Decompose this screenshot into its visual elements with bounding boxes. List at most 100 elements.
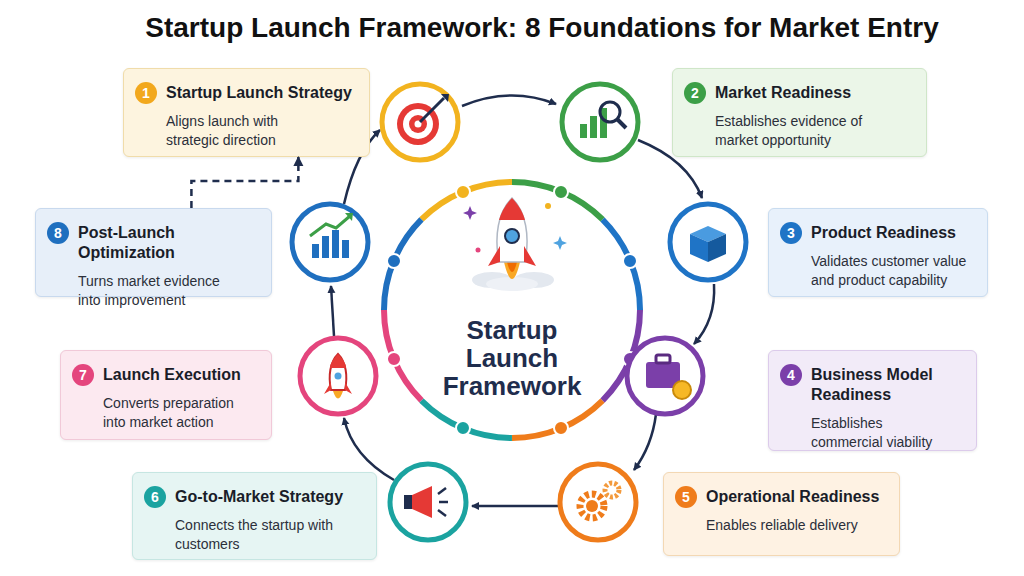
- step-heading: Post-Launch Optimization: [78, 223, 263, 263]
- rocket-fin: [488, 246, 500, 266]
- callout-number: 6: [144, 486, 166, 508]
- step-heading: Business Model Readiness: [811, 365, 961, 405]
- chart-icon: [590, 116, 597, 138]
- step-box: 1 Startup Launch StrategyAligns launch wi…: [123, 68, 370, 157]
- step-description: Aligns launch with strategic direction: [166, 112, 316, 150]
- sound-line: [438, 488, 446, 494]
- diagram-title: Startup Launch Framework: 8 Foundations …: [60, 10, 1024, 46]
- icon-circle: [627, 338, 703, 414]
- trend-arrow: [310, 216, 350, 236]
- sparkle: [463, 206, 477, 220]
- step-description: Enables reliable delivery: [706, 516, 896, 535]
- rocket-icon: [330, 354, 347, 390]
- rocket-flame: [507, 262, 517, 272]
- cycle-arrow: [472, 505, 558, 508]
- rocket-fin: [524, 246, 536, 266]
- ring-segment: [331, 129, 693, 491]
- step-description: Turns market evidence into improvement: [78, 272, 243, 310]
- ring-dot: [554, 185, 568, 199]
- coin-icon: [673, 381, 691, 399]
- ring-segment: [331, 129, 693, 491]
- text-column: Post-Launch OptimizationTurns market evi…: [78, 223, 263, 310]
- chart-icon: [322, 236, 329, 258]
- icon-circle: [300, 338, 376, 414]
- text-column: Startup Launch StrategyAligns launch wit…: [166, 83, 361, 150]
- step-box: 7 Launch ExecutionConverts preparation in…: [60, 350, 272, 440]
- text-column: Business Model ReadinessEstablishes comm…: [811, 365, 961, 452]
- cycle-arrow: [344, 418, 394, 480]
- text-column: Operational ReadinessEnables reliable de…: [706, 487, 896, 535]
- briefcase-icon: [656, 355, 670, 363]
- icon-circle: [670, 204, 746, 280]
- ring-dot: [387, 254, 401, 268]
- step-heading: Startup Launch Strategy: [166, 83, 361, 103]
- text-column: Product ReadinessValidates customer valu…: [811, 223, 986, 290]
- chart-icon: [312, 244, 319, 258]
- trend-arrow: [345, 213, 353, 221]
- ring-dot: [623, 254, 637, 268]
- rocket-flame: [504, 262, 520, 279]
- box-icon: [708, 234, 726, 262]
- callout-number: 3: [780, 222, 802, 244]
- cycle-arrow: [694, 284, 714, 344]
- chart-icon: [580, 124, 587, 138]
- magnifier-icon: [617, 119, 626, 128]
- chart-icon: [342, 240, 349, 258]
- ring-segment: [331, 129, 693, 491]
- sparkle: [476, 248, 481, 253]
- rocket-icon: [335, 373, 342, 380]
- step-description: Validates customer value and product cap…: [811, 252, 986, 290]
- step-box: 6 Go-to-Market StrategyConnects the start…: [132, 472, 377, 560]
- step-heading: Operational Readiness: [706, 487, 891, 507]
- step-heading: Launch Execution: [103, 365, 263, 385]
- target-icon: [420, 98, 444, 122]
- step-description: Establishes commercial viability: [811, 414, 951, 452]
- icon-circle: [560, 464, 636, 540]
- cycle-arrow: [634, 414, 656, 470]
- cycle-arrow: [462, 95, 556, 106]
- text-column: Go-to-Market StrategyConnects the startu…: [175, 487, 368, 554]
- ring-dot: [554, 421, 568, 435]
- ring-segment: [331, 129, 693, 491]
- sparkle: [553, 236, 567, 250]
- callout-number: 2: [684, 82, 706, 104]
- text-column: Market ReadinessEstablishes evidence of …: [715, 83, 918, 150]
- cloud: [486, 277, 538, 291]
- megaphone-icon: [404, 495, 412, 509]
- step-heading: Market Readiness: [715, 83, 918, 103]
- ring-segment: [331, 129, 693, 491]
- step-description: Establishes evidence of market opportuni…: [715, 112, 890, 150]
- step-heading: Product Readiness: [811, 223, 979, 243]
- step-box: 3 Product ReadinessValidates customer val…: [768, 208, 988, 297]
- callout-number: 1: [135, 82, 157, 104]
- step-description: Converts preparation into market action: [103, 394, 253, 432]
- step-box: 8Post-Launch OptimizationTurns market ev…: [35, 208, 272, 297]
- cycle-arrow: [331, 286, 334, 336]
- ring-dot: [456, 185, 470, 199]
- ring-segment: [331, 129, 693, 491]
- callout-number: 7: [72, 364, 94, 386]
- box-icon: [690, 234, 708, 262]
- icon-circle: [382, 84, 458, 160]
- rocket-icon: [330, 354, 346, 368]
- text-column: Launch ExecutionConverts preparation int…: [103, 365, 263, 432]
- step-box: 4 Business Model ReadinessEstablishes com…: [768, 350, 977, 451]
- sound-line: [439, 501, 448, 504]
- step-heading: Go-to-Market Strategy: [175, 487, 368, 507]
- sound-line: [438, 510, 446, 516]
- rocket-window: [505, 229, 519, 243]
- hub-title: Startup Launch Framework: [427, 316, 597, 400]
- icon-circle: [562, 84, 638, 160]
- callout-number: 5: [675, 486, 697, 508]
- target-icon: [441, 94, 449, 102]
- callout-number: 4: [780, 364, 802, 386]
- callout-number: 8: [47, 222, 69, 244]
- step-box: 2 Market ReadinessEstablishes evidence of…: [672, 68, 927, 157]
- rocket-body: [497, 198, 527, 262]
- gear-icon: [586, 500, 598, 512]
- ring-segment: [331, 129, 693, 491]
- ring-segment: [331, 129, 693, 491]
- icon-circle: [292, 204, 368, 280]
- ring-dot: [387, 352, 401, 366]
